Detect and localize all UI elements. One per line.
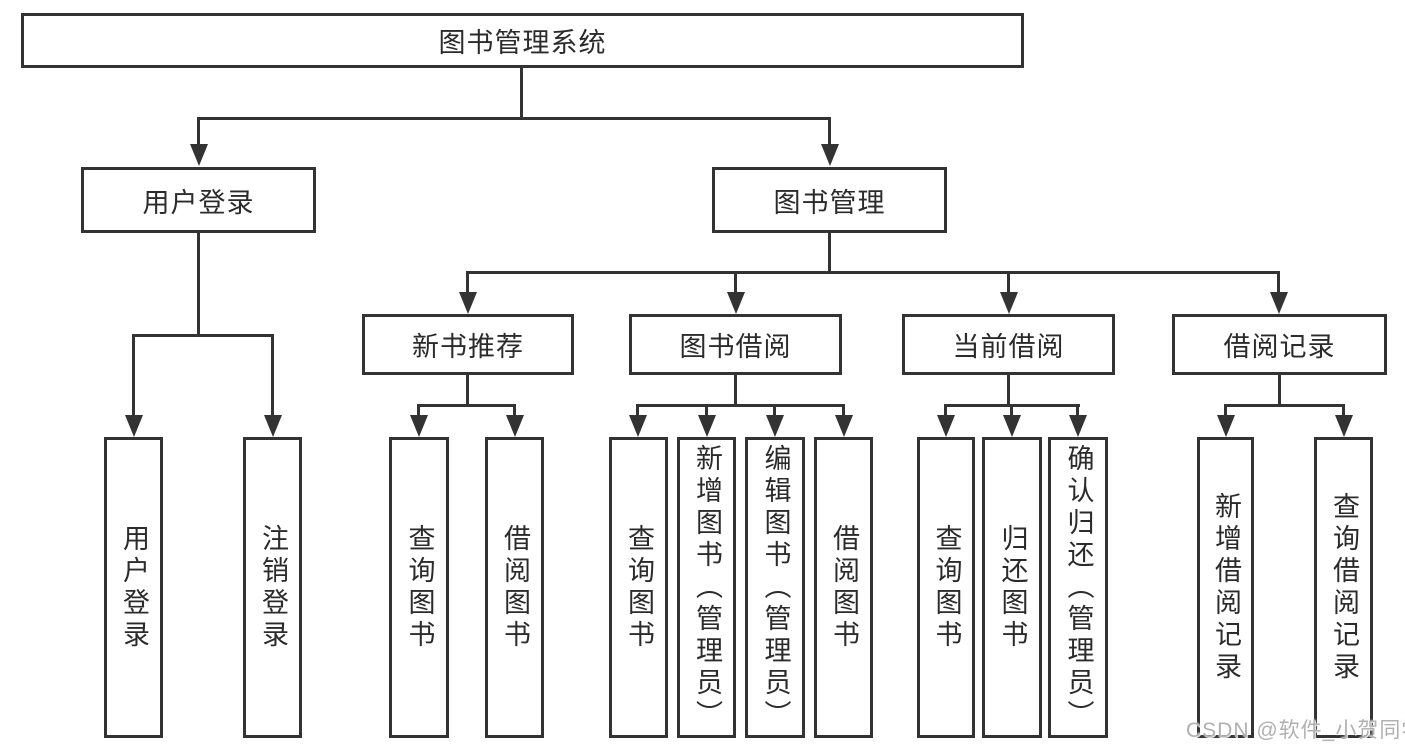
leaf-recommend-borrow-book: 借阅图书 [485,437,544,738]
connector-line [132,334,274,337]
leaf-current-return-book-label: 归还图书 [997,523,1028,652]
leaf-logout: 注销登录 [243,437,302,738]
arrowhead-down-icon [1003,415,1021,437]
leaf-recommend-query-book: 查询图书 [389,437,449,738]
connector-line [466,375,469,406]
connector-line [417,404,516,407]
leaf-records-add-record: 新增借阅记录 [1197,437,1254,738]
connector-line [197,117,831,120]
arrowhead-down-icon [459,292,477,314]
leaf-current-query-book: 查询图书 [917,437,975,738]
leaf-recommend-query-book-label: 查询图书 [404,523,435,652]
connector-line [1342,404,1345,418]
leaf-borrowing-borrow-book: 借阅图书 [814,437,873,738]
connector-line [842,404,845,418]
connector-line [1224,404,1344,407]
connector-line [466,271,469,295]
node-new-book-recommend: 新书推荐 [362,314,574,375]
connector-line [636,404,844,407]
leaf-current-confirm-return: 确认归还（管理员） [1048,437,1108,738]
arrowhead-down-icon [629,415,647,437]
connector-line [734,375,737,406]
arrowhead-down-icon [727,292,745,314]
leaf-user-login-label: 用户登录 [119,523,149,652]
connector-line [132,334,135,417]
node-borrowing-records: 借阅记录 [1172,314,1387,375]
connector-line [734,271,737,295]
node-book-borrowing: 图书借阅 [629,314,842,375]
leaf-current-return-book: 归还图书 [982,437,1042,738]
connector-line [1224,404,1227,418]
node-current-borrowing: 当前借阅 [902,314,1115,375]
connector-line [197,233,200,336]
leaf-records-query-record: 查询借阅记录 [1314,437,1373,738]
leaf-user-login: 用户登录 [104,437,163,738]
arrowhead-down-icon [835,415,853,437]
leaf-borrowing-edit-book: 编辑图书（管理员） [745,437,805,738]
arrowhead-down-icon [937,415,955,437]
connector-line [636,404,639,418]
connector-line [417,404,420,418]
leaf-records-add-record-label: 新增借阅记录 [1211,491,1241,684]
arrowhead-down-icon [264,415,282,437]
node-user-login-label: 用户登录 [142,187,255,218]
leaf-borrowing-borrow-book-label: 借阅图书 [829,523,859,652]
node-book-management: 图书管理 [712,167,947,233]
connector-line [944,404,947,418]
connector-line [1278,375,1281,406]
leaf-borrowing-add-book-label: 新增图书（管理员） [692,443,722,732]
leaf-borrowing-add-book: 新增图书（管理员） [677,437,736,738]
arrowhead-down-icon [1000,292,1018,314]
connector-line [1007,271,1010,295]
leaf-borrowing-query-book-label: 查询图书 [624,523,654,652]
node-root-label: 图书管理系统 [438,28,607,58]
arrowhead-down-icon [1069,415,1087,437]
connector-line [1010,404,1013,418]
arrowhead-down-icon [821,144,839,166]
connector-line [197,117,200,145]
connector-line [705,404,708,418]
node-new-book-recommend-label: 新书推荐 [412,332,524,362]
arrowhead-down-icon [1270,292,1288,314]
csdn-watermark: CSDN @软件_小贺同学 [1186,719,1405,742]
node-current-borrowing-label: 当前借阅 [952,332,1065,362]
arrowhead-down-icon [506,415,524,437]
connector-line [271,334,274,417]
connector-line [513,404,516,418]
connector-line [773,404,776,418]
connector-line [466,271,1280,274]
node-book-borrowing-label: 图书借阅 [679,332,792,362]
leaf-current-confirm-return-label: 确认归还（管理员） [1063,443,1094,732]
connector-line [1076,404,1079,418]
arrowhead-down-icon [125,415,143,437]
node-user-login: 用户登录 [81,167,316,233]
leaf-borrowing-query-book: 查询图书 [609,437,668,738]
arrowhead-down-icon [1335,415,1353,437]
arrowhead-down-icon [1217,415,1235,437]
node-book-management-label: 图书管理 [773,187,886,218]
leaf-borrowing-edit-book-label: 编辑图书（管理员） [760,443,791,732]
connector-line [828,233,831,274]
arrowhead-down-icon [698,415,716,437]
connector-line [1007,375,1010,406]
arrowhead-down-icon [190,144,208,166]
node-borrowing-records-label: 借阅记录 [1223,332,1336,362]
leaf-records-query-record-label: 查询借阅记录 [1329,491,1359,684]
connector-line [1277,271,1280,295]
connector-line [828,117,831,145]
leaf-current-query-book-label: 查询图书 [931,523,962,652]
leaf-recommend-borrow-book-label: 借阅图书 [500,523,530,652]
connector-line [520,68,523,118]
leaf-logout-label: 注销登录 [258,523,288,652]
arrowhead-down-icon [410,415,428,437]
node-root: 图书管理系统 [21,13,1024,68]
arrowhead-down-icon [766,415,784,437]
